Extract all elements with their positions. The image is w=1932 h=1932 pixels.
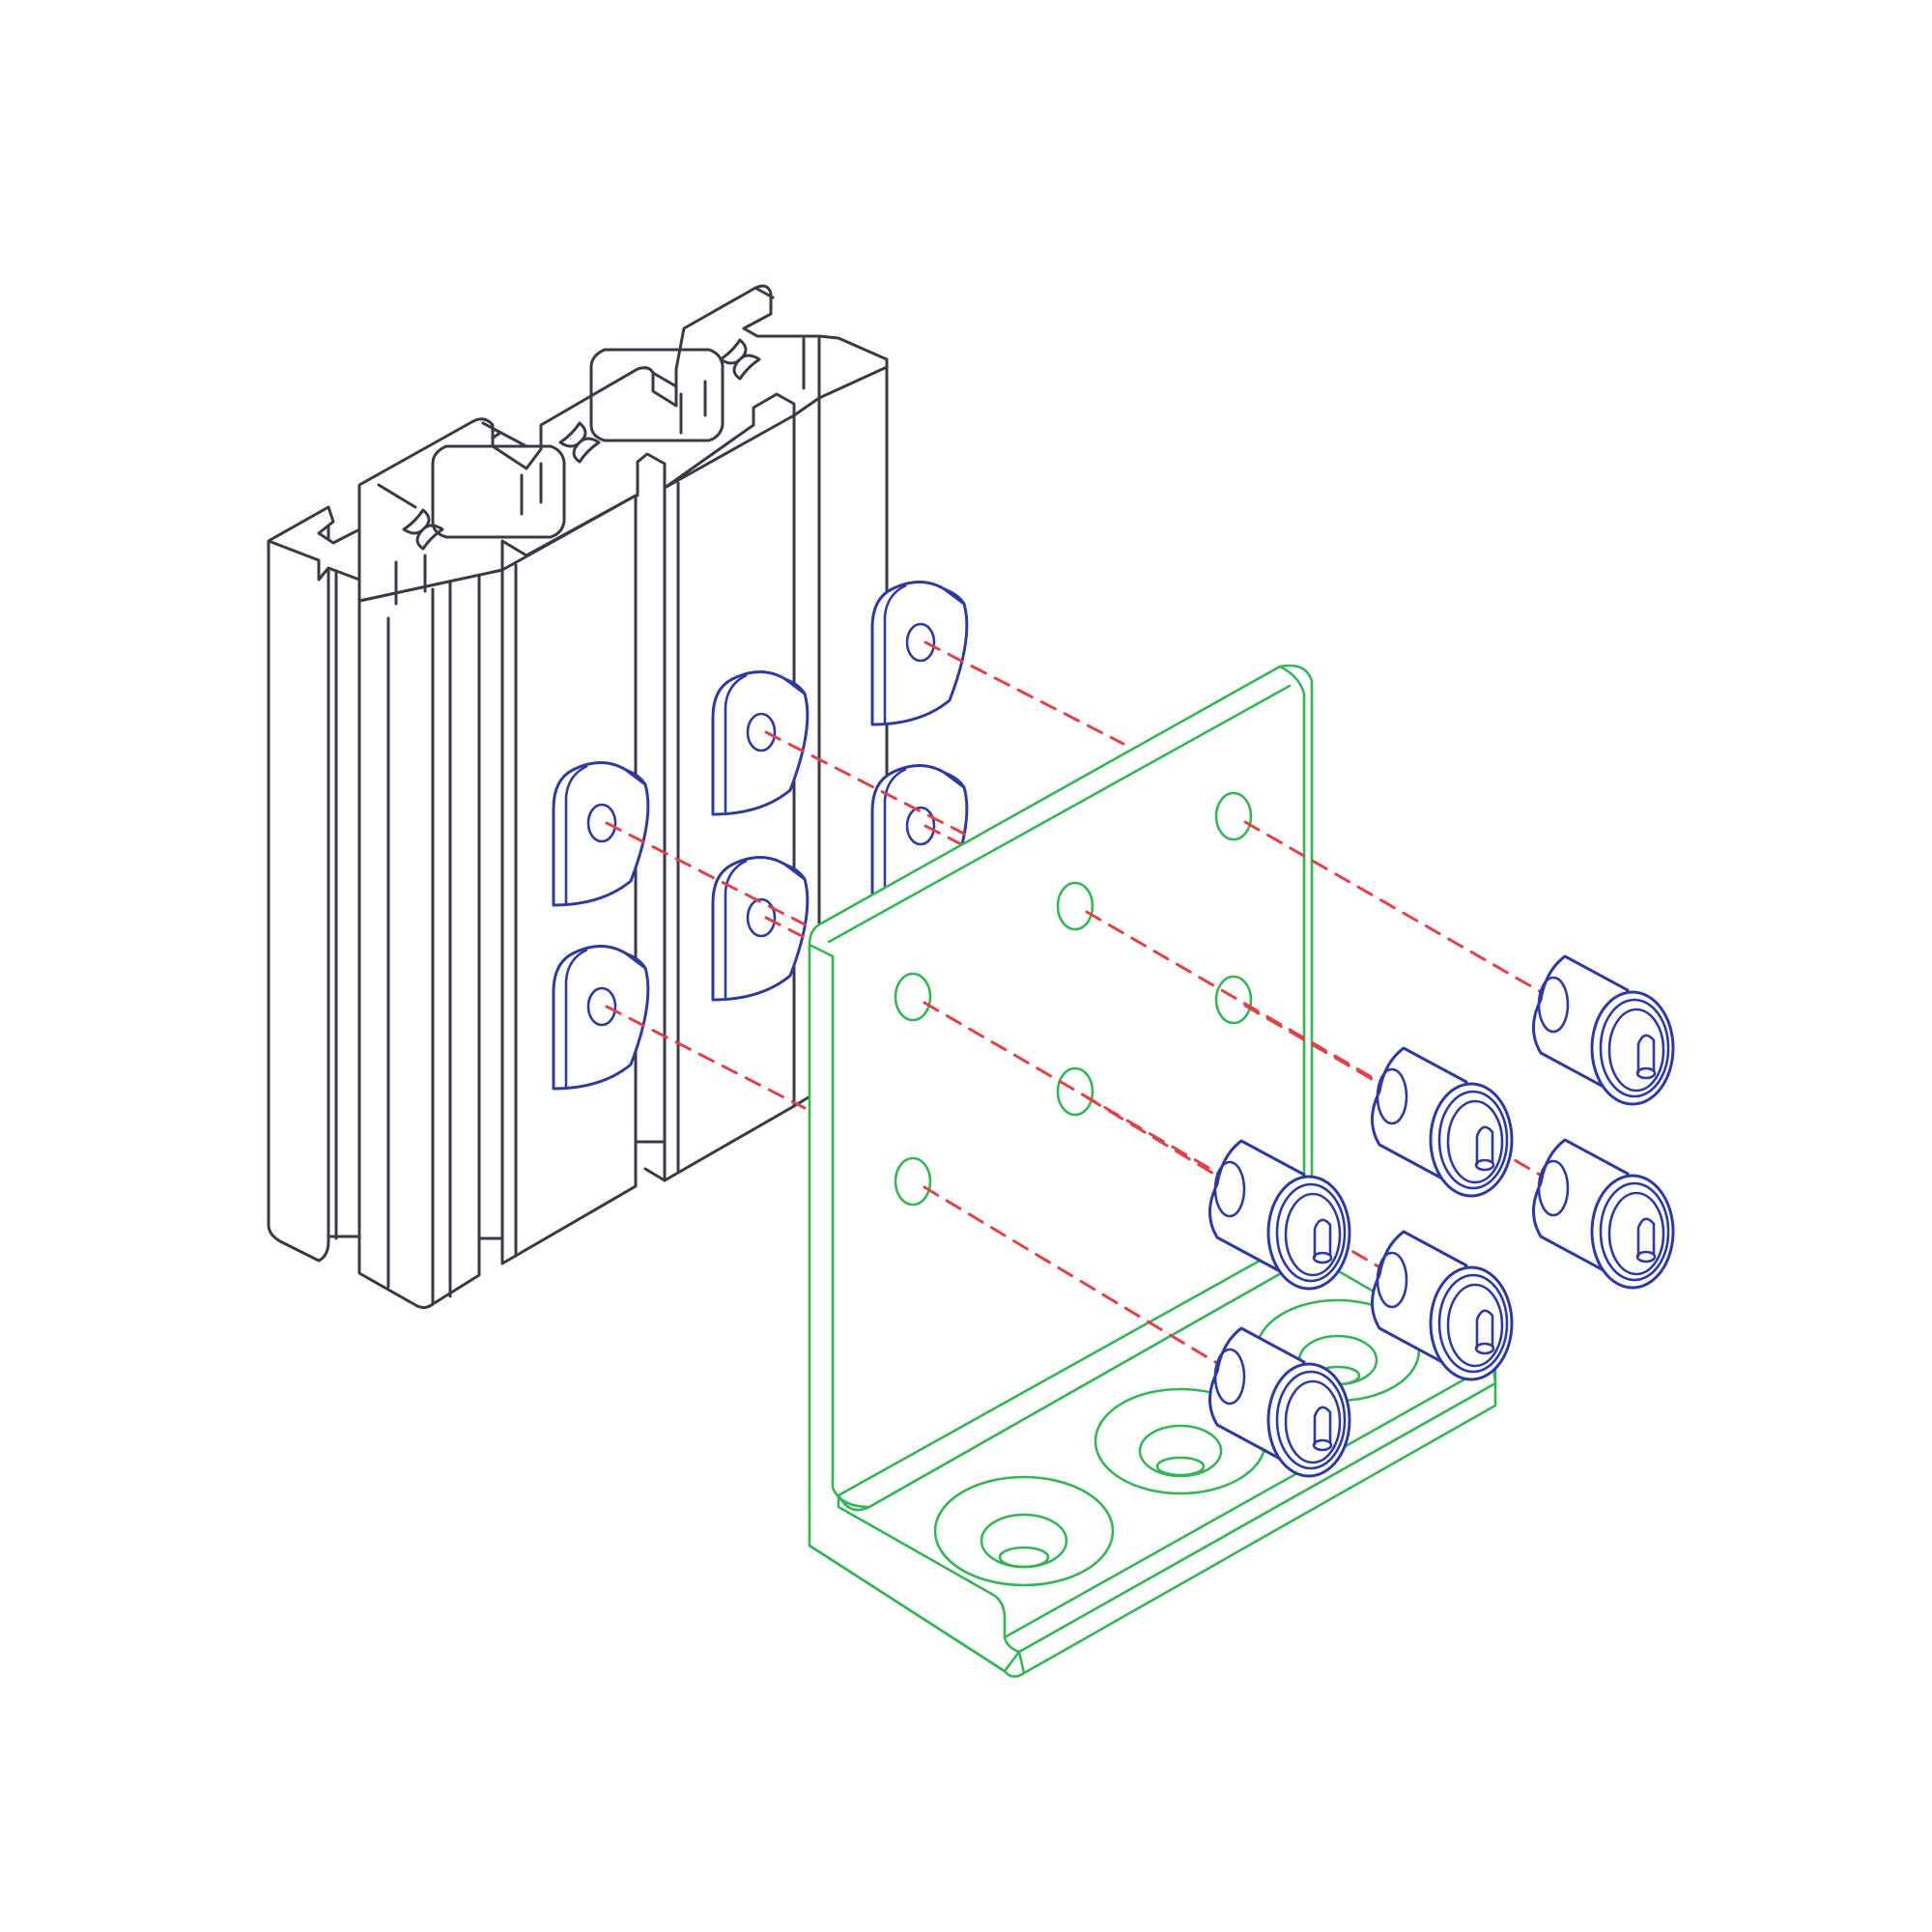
extrusion-left-column bbox=[267, 505, 330, 1263]
face-hole bbox=[894, 1156, 932, 1207]
button-head-screw bbox=[1208, 1326, 1351, 1478]
button-head-screw bbox=[1532, 1138, 1675, 1290]
guide-line bbox=[1243, 1004, 1404, 1098]
button-head-screws bbox=[1208, 954, 1675, 1478]
button-head-screw bbox=[1208, 1139, 1351, 1291]
button-head-screw bbox=[1371, 1046, 1514, 1198]
guide-line bbox=[923, 640, 1125, 746]
t-slot-nut bbox=[711, 856, 810, 1002]
t-slot-nut bbox=[552, 761, 650, 907]
button-head-screw bbox=[1532, 954, 1675, 1106]
button-head-screw bbox=[1371, 1230, 1514, 1381]
t-slot-nut bbox=[711, 670, 810, 816]
face-hole bbox=[1056, 1066, 1094, 1117]
face-hole bbox=[1214, 975, 1253, 1025]
guide-line bbox=[923, 1185, 1241, 1378]
extrusion-front-rail bbox=[357, 539, 481, 1310]
face-hole bbox=[894, 972, 932, 1022]
bracket-face-holes bbox=[894, 791, 1253, 1207]
face-hole bbox=[1214, 791, 1253, 841]
corner-bracket bbox=[808, 664, 1497, 1678]
face-hole bbox=[1056, 881, 1094, 931]
guide-line bbox=[764, 730, 966, 836]
guide-line bbox=[605, 821, 807, 926]
t-slot-nut bbox=[870, 581, 969, 726]
guide-line bbox=[1085, 1095, 1241, 1191]
t-slot-nut bbox=[552, 945, 650, 1091]
guide-line bbox=[605, 1005, 807, 1110]
extrusion-top-profile bbox=[267, 284, 889, 606]
guide-line bbox=[1243, 820, 1565, 1007]
